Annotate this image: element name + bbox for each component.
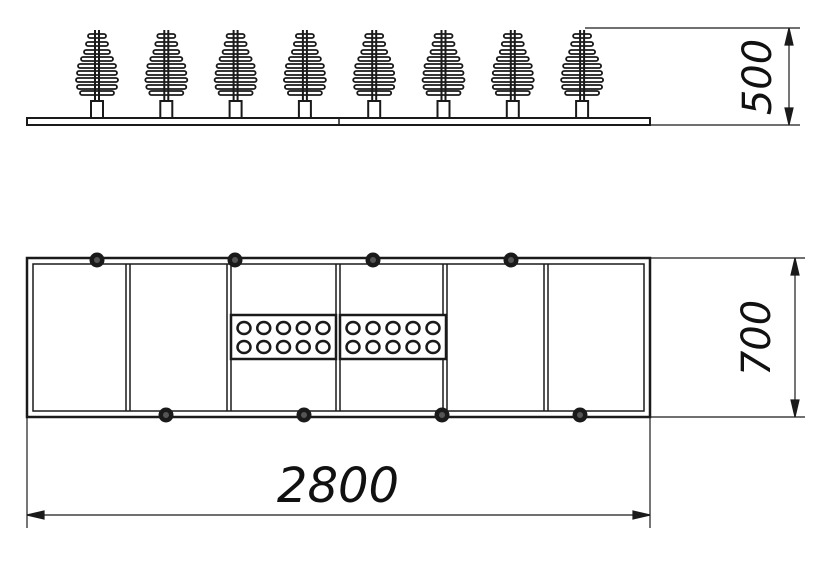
side-elevation-view: [26, 30, 651, 126]
stand-modules: [229, 313, 448, 361]
mount-hole: [385, 339, 401, 355]
stand-module: [338, 313, 448, 361]
bicycle-stand: [560, 30, 604, 119]
mount-hole: [425, 320, 441, 336]
mount-hole: [315, 320, 331, 336]
plan-view: [25, 252, 652, 423]
length-dimension-label: 2800: [277, 458, 399, 514]
bolt-center: [439, 412, 445, 418]
mount-hole: [345, 339, 361, 355]
mount-hole: [236, 320, 252, 336]
stand-module: [229, 313, 338, 361]
bicycle-stand: [421, 30, 466, 119]
mount-hole: [365, 339, 381, 355]
width-dimension-label: 700: [734, 300, 780, 376]
mount-hole: [345, 320, 361, 336]
plan-width-dimension: [650, 257, 805, 418]
arrowhead-top: [784, 27, 794, 46]
arrowhead-top: [790, 257, 800, 276]
bicycle-stand: [282, 30, 327, 119]
bolt-center: [577, 412, 583, 418]
bolt-center: [94, 257, 100, 263]
mount-hole: [236, 339, 252, 355]
mount-hole: [275, 320, 292, 336]
arrowhead-bottom: [790, 399, 800, 418]
mount-hole: [256, 320, 272, 336]
frame-inner: [32, 263, 645, 412]
plan-length-dimension: [26, 417, 651, 528]
bolt-center: [232, 257, 238, 263]
mount-hole: [295, 339, 311, 355]
bicycle-stand: [352, 30, 397, 119]
mount-hole: [365, 320, 381, 336]
frame-outer: [25, 256, 652, 419]
bicycle-stand: [144, 30, 189, 119]
mount-hole: [425, 339, 441, 355]
mount-hole: [405, 320, 421, 336]
arrowhead-bottom: [784, 107, 794, 126]
side-height-dimension: [585, 27, 800, 126]
bolts: [89, 252, 588, 423]
bicycle-stands: [75, 30, 604, 119]
arrowhead-right: [632, 510, 651, 520]
mount-hole: [385, 320, 401, 336]
bicycle-stand: [490, 30, 535, 119]
mount-hole: [256, 339, 272, 355]
bicycle-stand: [213, 30, 258, 119]
height-dimension-label: 500: [735, 39, 781, 115]
bolt-center: [163, 412, 169, 418]
mount-hole: [315, 339, 331, 355]
mount-hole: [295, 320, 311, 336]
mount-hole: [405, 339, 421, 355]
bolt-center: [301, 412, 307, 418]
bolt-center: [508, 257, 514, 263]
mount-hole: [275, 339, 292, 355]
bicycle-stand: [75, 30, 119, 119]
bolt-center: [370, 257, 376, 263]
arrowhead-left: [26, 510, 45, 520]
